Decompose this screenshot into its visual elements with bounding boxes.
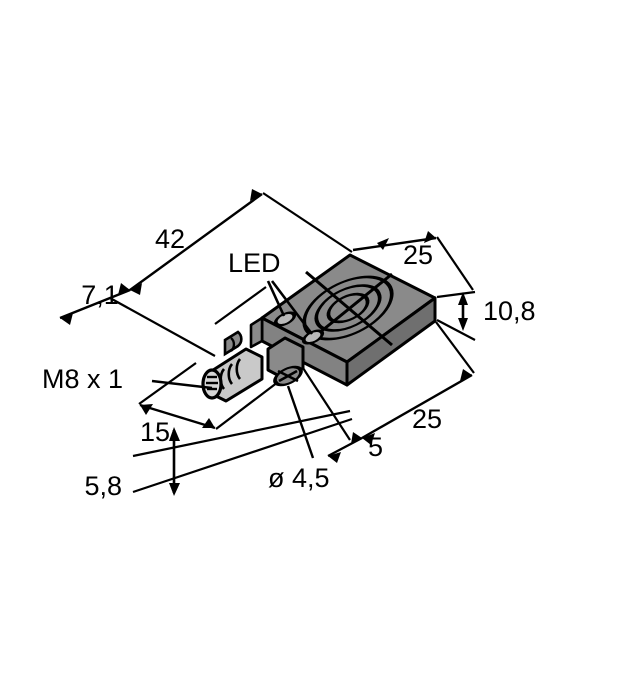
- dimension-7-1: 7,1: [59, 280, 216, 357]
- dimension-5-8-label: 5,8: [84, 471, 122, 501]
- label-m8-thread: M8 x 1: [42, 364, 213, 394]
- dimension-42-label: 42: [155, 224, 185, 254]
- notch-inner-arc: [230, 337, 236, 352]
- m8-connector: [201, 347, 264, 403]
- dimension-25-bottom-label: 25: [412, 404, 442, 434]
- mounting-hole-cross: [277, 369, 299, 383]
- dimension-hole-diameter: ø 4,5: [268, 385, 330, 493]
- dimension-25-top: 25: [352, 231, 474, 291]
- dimension-15: 15: [138, 362, 279, 447]
- dimension-7-1-label: 7,1: [81, 280, 119, 310]
- dimension-5: 5: [302, 367, 383, 463]
- led-label: LED: [228, 248, 281, 278]
- label-led: LED: [228, 248, 281, 278]
- sensing-face: [302, 275, 394, 341]
- dimension-25-top-label: 25: [403, 240, 433, 270]
- led-leader-lines: [266, 280, 314, 335]
- dimension-10-8: 10,8: [436, 290, 536, 341]
- connector-notch: [249, 316, 264, 349]
- body-right-face: [345, 296, 437, 387]
- m8-thread-label: M8 x 1: [42, 364, 123, 394]
- dimension-5-label: 5: [368, 432, 383, 462]
- dimension-15-label: 15: [140, 417, 170, 447]
- hole-diameter-label: ø 4,5: [268, 463, 330, 493]
- dimension-42: 42: [129, 189, 353, 325]
- dimension-10-8-label: 10,8: [483, 296, 536, 326]
- dimension-25-bottom: 25: [361, 321, 475, 445]
- dimension-5-8: 5,8: [84, 409, 353, 501]
